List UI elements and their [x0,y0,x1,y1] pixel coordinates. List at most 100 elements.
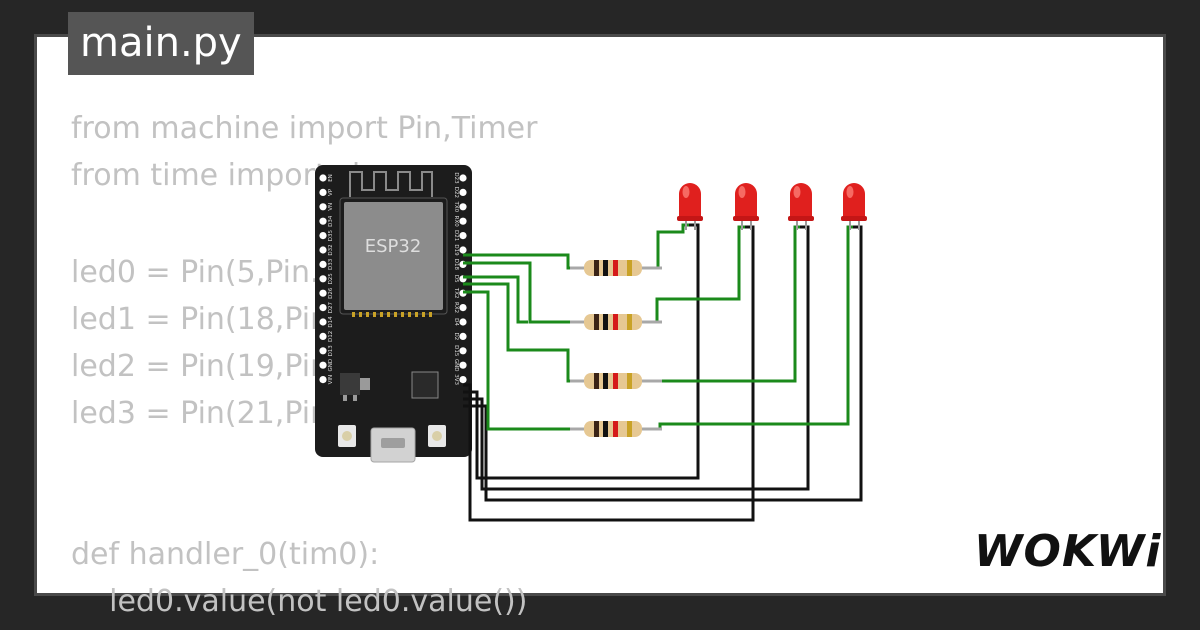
resistor[interactable] [570,373,662,389]
resistor[interactable] [570,421,662,437]
led-highlight [738,186,746,198]
chip-shield [344,202,443,310]
pin-label: RX0 [453,216,459,228]
led-base [733,216,759,221]
resistor-band [594,314,599,330]
pin-d35[interactable] [319,232,327,240]
red-led[interactable] [677,183,703,230]
resistor-band [627,421,632,437]
pin-label: D23 [453,172,459,184]
pin-label: D18 [453,259,459,271]
esp32-board[interactable]: ESP32 ENVPVND34D35D32D33D25D26D27D14D12D… [315,165,472,463]
pin-label: D26 [328,287,334,299]
pin-label: GND [453,359,459,372]
red-led[interactable] [841,183,867,230]
pin-d32[interactable] [319,246,327,254]
pin-d19[interactable] [459,246,467,254]
pin-d34[interactable] [319,217,327,225]
pin-d23[interactable] [459,174,467,182]
resistor-band [594,373,599,389]
resistor-band [603,314,608,330]
pin-tx0[interactable] [459,203,467,211]
resistors [570,260,662,437]
led-dome [735,183,757,218]
voltage-regulator [340,373,360,395]
left-pin-header[interactable]: ENVPVND34D35D32D33D25D26D27D14D12D13GNDV… [319,174,334,384]
pin-d12[interactable] [319,332,327,340]
pin-vn[interactable] [319,203,327,211]
resistor-band [627,373,632,389]
pin-label: VIN [328,375,334,385]
resistor-band [594,260,599,276]
pin-label: RX2 [453,302,459,313]
resistor-band [613,421,618,437]
pin-label: D19 [453,244,459,256]
pin-d13[interactable] [319,347,327,355]
resistor[interactable] [570,260,662,276]
pin-label: D22 [453,187,459,198]
chip-label: ESP32 [365,236,422,257]
chip-pads [352,312,432,317]
led-highlight [793,186,801,198]
pin-label: EN [328,174,334,182]
pin-d21[interactable] [459,232,467,240]
pin-label: D35 [328,229,334,241]
leds [677,183,867,230]
pin-d26[interactable] [319,289,327,297]
resistor-band [603,373,608,389]
pin-d15[interactable] [459,347,467,355]
led-dome [679,183,701,218]
pin-d2[interactable] [459,332,467,340]
pin-label: D13 [328,345,334,357]
pin-rx0[interactable] [459,217,467,225]
red-led[interactable] [733,183,759,230]
pin-label: TX2 [453,287,459,299]
pin-label: D14 [328,316,334,328]
pin-gnd[interactable] [319,361,327,369]
pin-label: VP [328,188,334,196]
resistor-band [603,421,608,437]
right-pin-header[interactable]: D23D22TX0RX0D21D19D18D5TX2RX2D4D2D15GND3… [453,172,467,385]
pin-en[interactable] [319,174,327,182]
pin-label: VN [328,203,334,211]
code-line: def handler_0(tim0): [71,537,380,572]
boot-button[interactable] [338,425,356,447]
code-editor[interactable]: from machine import Pin,Timer from time … [71,105,537,625]
pin-gnd[interactable] [459,361,467,369]
pin-label: D32 [328,244,334,255]
led-base [788,216,814,221]
pin-d22[interactable] [459,188,467,196]
pin-d27[interactable] [319,304,327,312]
reset-button[interactable] [428,425,446,447]
pin-vp[interactable] [319,188,327,196]
pin-rx2[interactable] [459,304,467,312]
led-base [677,216,703,221]
led-dome [843,183,865,218]
pin-d4[interactable] [459,318,467,326]
resistor-band [627,260,632,276]
pin-vin[interactable] [319,376,327,384]
pin-3v3[interactable] [459,376,467,384]
led-highlight [682,186,690,198]
pin-label: D4 [453,318,459,326]
red-led[interactable] [788,183,814,230]
pin-d33[interactable] [319,260,327,268]
resistor-band [613,260,618,276]
pin-d14[interactable] [319,318,327,326]
file-tab[interactable]: main.py [68,12,254,75]
resistor-band [613,373,618,389]
pin-label: D25 [328,273,334,285]
pin-label: D27 [328,301,334,313]
pin-label: D34 [328,215,334,227]
resistor-band [594,421,599,437]
pin-label: D5 [453,275,459,283]
file-tab-label: main.py [80,20,242,66]
resistor-band [603,260,608,276]
antenna-trace [349,171,433,197]
signal-wires [463,223,853,431]
resistor-band [613,314,618,330]
led-base [841,216,867,221]
pin-label: D15 [453,345,459,357]
resistor[interactable] [570,314,662,330]
pin-d25[interactable] [319,275,327,283]
